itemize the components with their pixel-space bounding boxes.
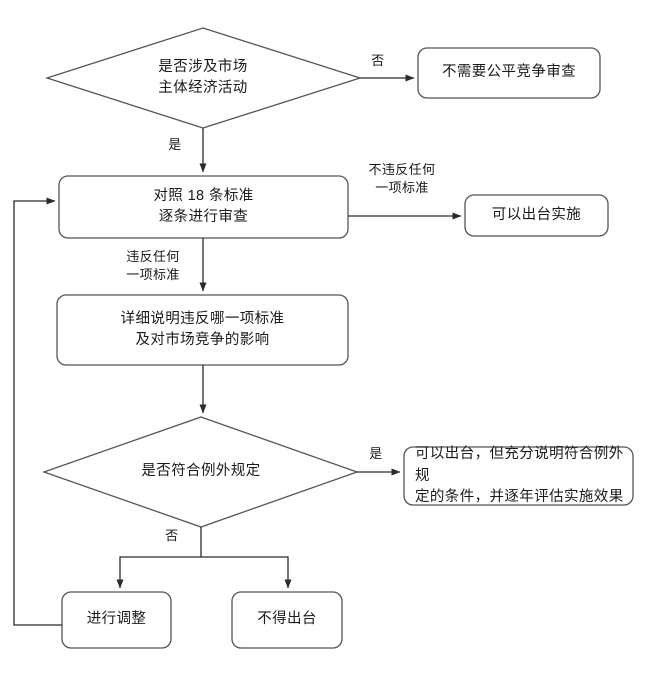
node-shape-no-review-needed[interactable] <box>417 47 601 99</box>
node-decision-market-activity[interactable] <box>47 28 360 128</box>
edge-adjustment-loopback <box>13 197 62 626</box>
node-shape-cannot-issue[interactable] <box>231 591 343 649</box>
node-implement-with-exception[interactable] <box>404 447 633 505</box>
node-explain-violation[interactable] <box>57 295 348 365</box>
edge-no-to-adjustment <box>116 556 201 589</box>
node-shape-can-implement[interactable] <box>464 194 609 237</box>
node-review-18-standards[interactable] <box>59 176 348 238</box>
edge-no-to-cannot-issue <box>201 556 292 589</box>
node-make-adjustment[interactable] <box>62 592 171 648</box>
node-cannot-issue[interactable] <box>232 592 342 648</box>
node-can-implement[interactable] <box>465 195 608 236</box>
node-shape-make-adjustment[interactable] <box>61 591 172 649</box>
node-no-review-needed[interactable] <box>418 48 600 98</box>
node-shape-implement-with-exception[interactable] <box>403 446 634 506</box>
node-decision-exception[interactable] <box>44 417 357 527</box>
